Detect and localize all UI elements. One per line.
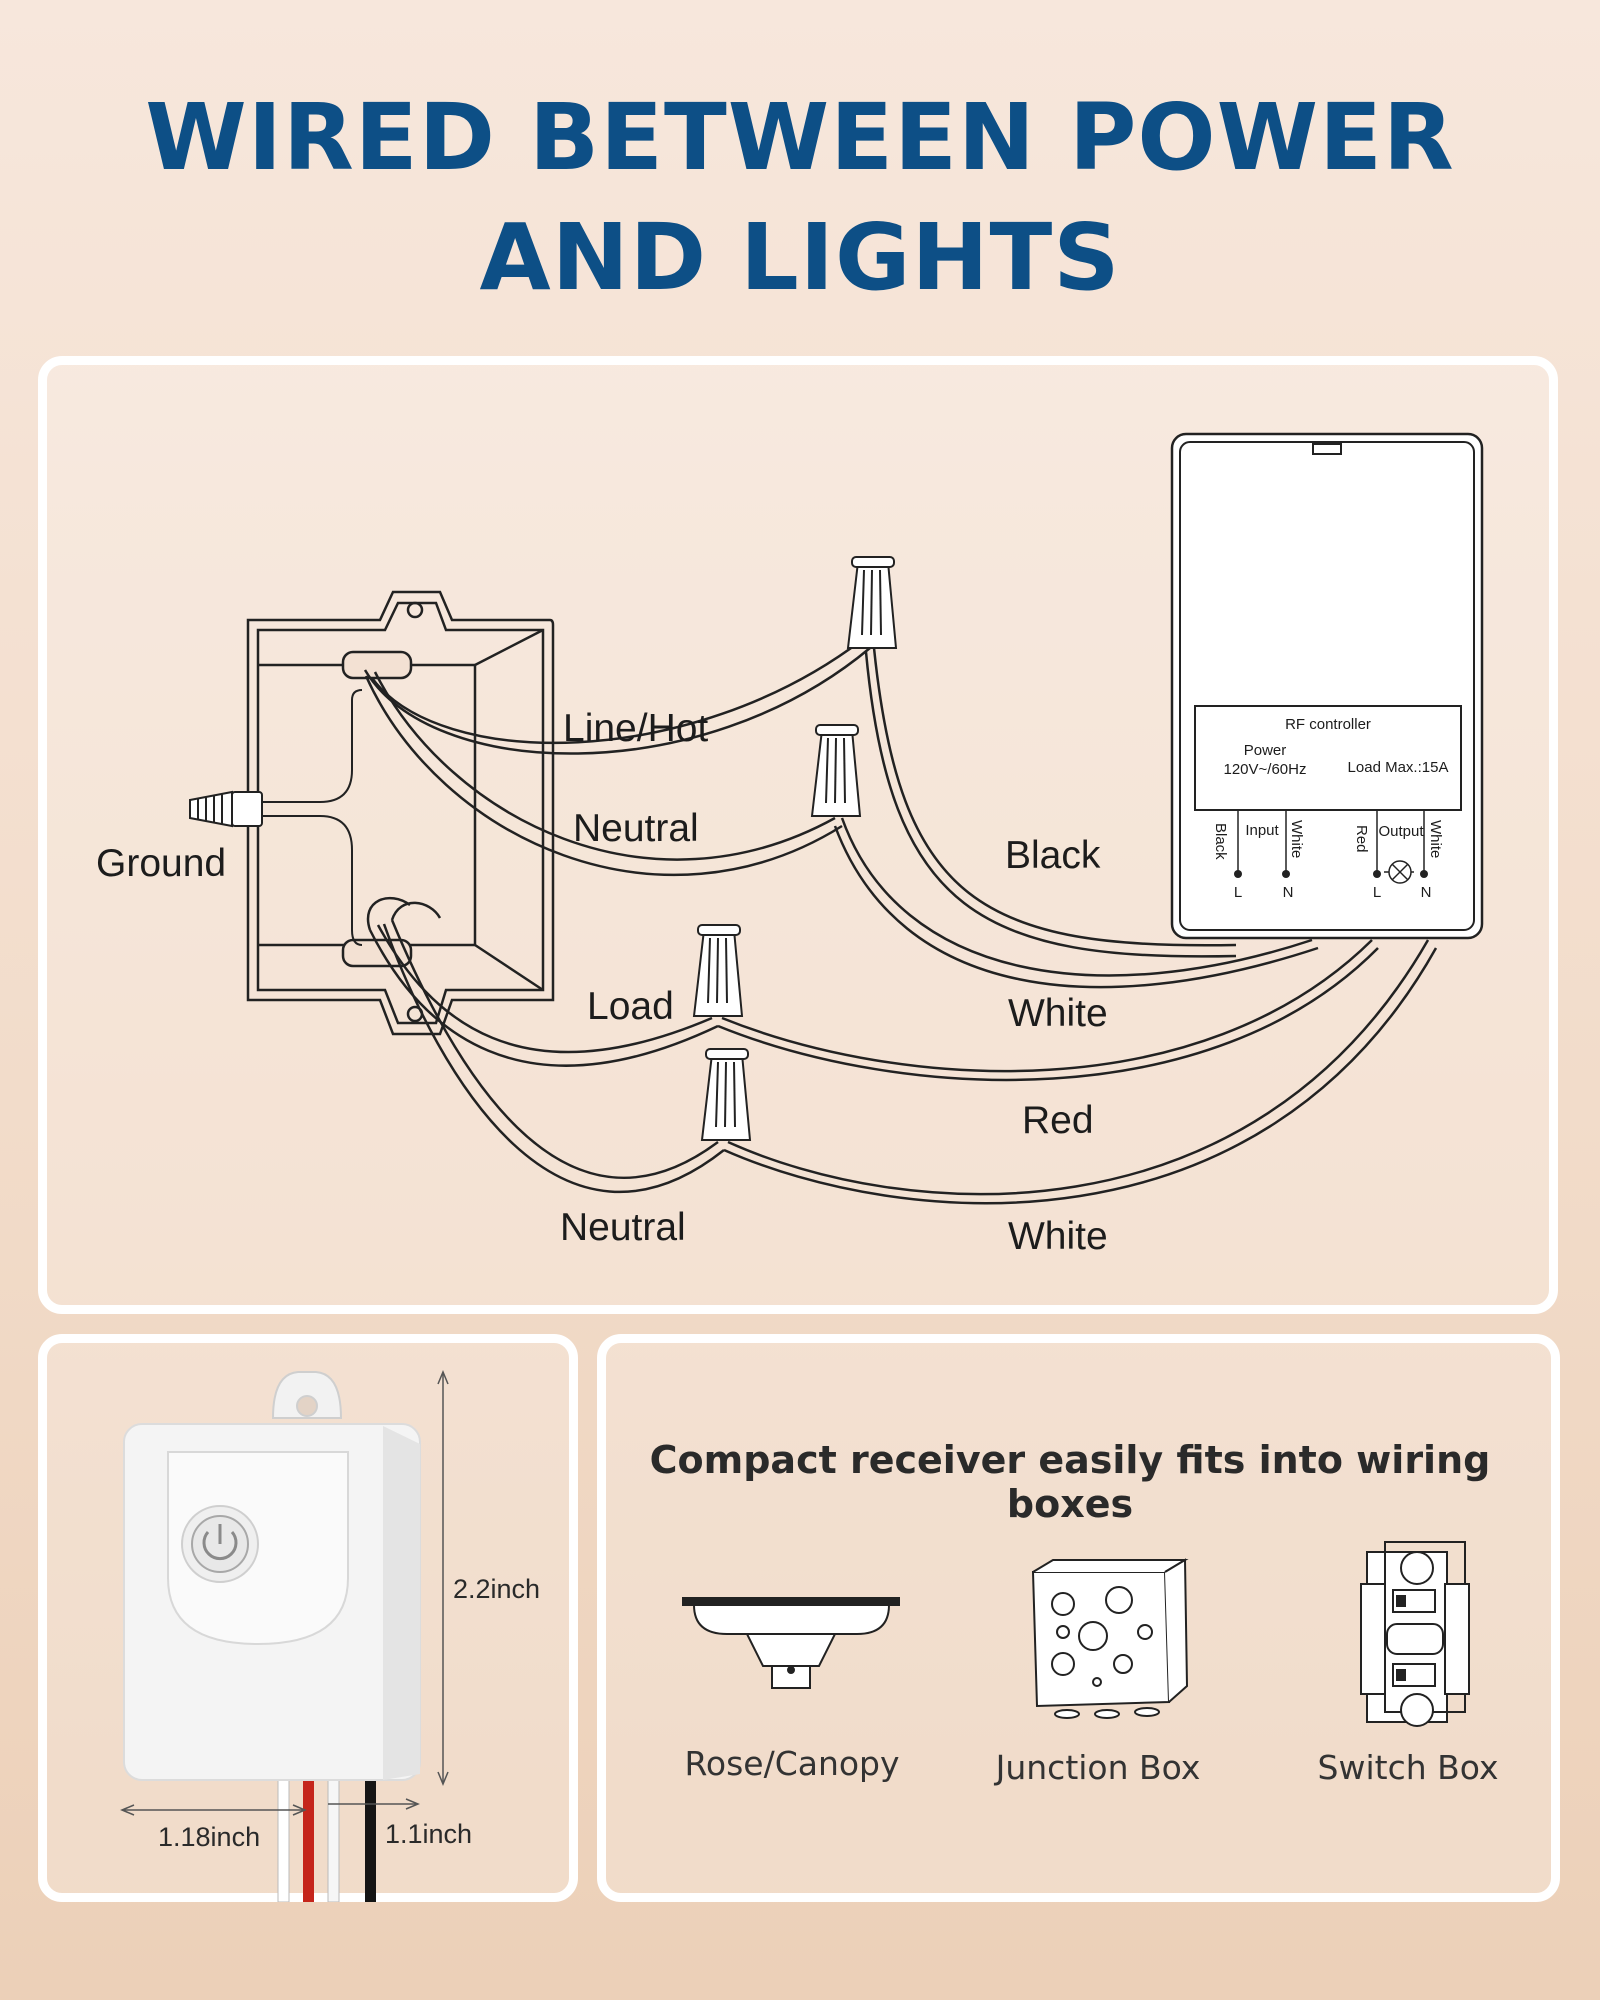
label-neutral-top: Neutral bbox=[573, 807, 699, 850]
label-load: Load bbox=[587, 985, 674, 1028]
receiver-illustration: 2.2inch 1.18inch 1.1inch bbox=[120, 1370, 540, 1902]
lamp-symbol bbox=[1388, 860, 1412, 884]
label-black: Black bbox=[1005, 834, 1101, 877]
page-title-line-2: AND LIGHTS bbox=[479, 204, 1121, 311]
controller-wire-white-out: White bbox=[1427, 820, 1444, 858]
dimension-width: 1.18inch bbox=[158, 1822, 260, 1852]
label-line-hot: Line/Hot bbox=[563, 707, 708, 750]
junction-box-icon bbox=[1031, 1558, 1189, 1719]
controller-input-label: Input bbox=[1245, 822, 1279, 839]
terminal-n-input: N bbox=[1283, 884, 1294, 901]
rose-canopy-icon bbox=[682, 1597, 900, 1689]
controller-output-label: Output bbox=[1378, 823, 1424, 840]
controller-wire-black: Black bbox=[1212, 823, 1229, 860]
page-title-line-1: WIRED BETWEEN POWER bbox=[145, 84, 1455, 191]
wire-nut-line bbox=[846, 556, 898, 649]
dimension-height: 2.2inch bbox=[453, 1574, 540, 1604]
fits-heading: Compact receiver easily fits into wiring… bbox=[649, 1438, 1491, 1526]
dimension-depth: 1.1inch bbox=[385, 1819, 472, 1849]
controller-wire-white-in: White bbox=[1288, 820, 1305, 858]
controller-name: RF controller bbox=[1285, 716, 1371, 733]
ground-wire-nut bbox=[189, 689, 363, 946]
label-switch-box: Switch Box bbox=[1317, 1748, 1499, 1787]
label-rose-canopy: Rose/Canopy bbox=[684, 1744, 900, 1783]
switch-box-icon bbox=[1360, 1541, 1470, 1727]
label-ground: Ground bbox=[96, 842, 226, 885]
controller-wire-red: Red bbox=[1353, 825, 1370, 853]
label-neutral-bottom: Neutral bbox=[560, 1206, 686, 1249]
cables bbox=[363, 639, 1438, 1205]
label-red: Red bbox=[1022, 1099, 1094, 1142]
wire-nut-neutral-2 bbox=[700, 1048, 752, 1141]
terminal-l-input: L bbox=[1234, 884, 1242, 901]
label-white-top: White bbox=[1008, 992, 1108, 1035]
box-icons bbox=[682, 1541, 1470, 1727]
wire-nut-load bbox=[692, 924, 744, 1017]
controller-power-label: Power bbox=[1244, 742, 1287, 759]
label-junction-box: Junction Box bbox=[995, 1748, 1201, 1787]
label-white-bottom: White bbox=[1008, 1215, 1108, 1258]
rf-controller: RF controller Power 120V~/60Hz Load Max.… bbox=[1170, 432, 1484, 940]
wire-nut-neutral bbox=[810, 724, 862, 817]
controller-power-rating: 120V~/60Hz bbox=[1224, 761, 1307, 778]
terminal-l-output: L bbox=[1373, 884, 1381, 901]
controller-load-max: Load Max.:15A bbox=[1348, 759, 1449, 776]
terminal-n-output: N bbox=[1421, 884, 1432, 901]
